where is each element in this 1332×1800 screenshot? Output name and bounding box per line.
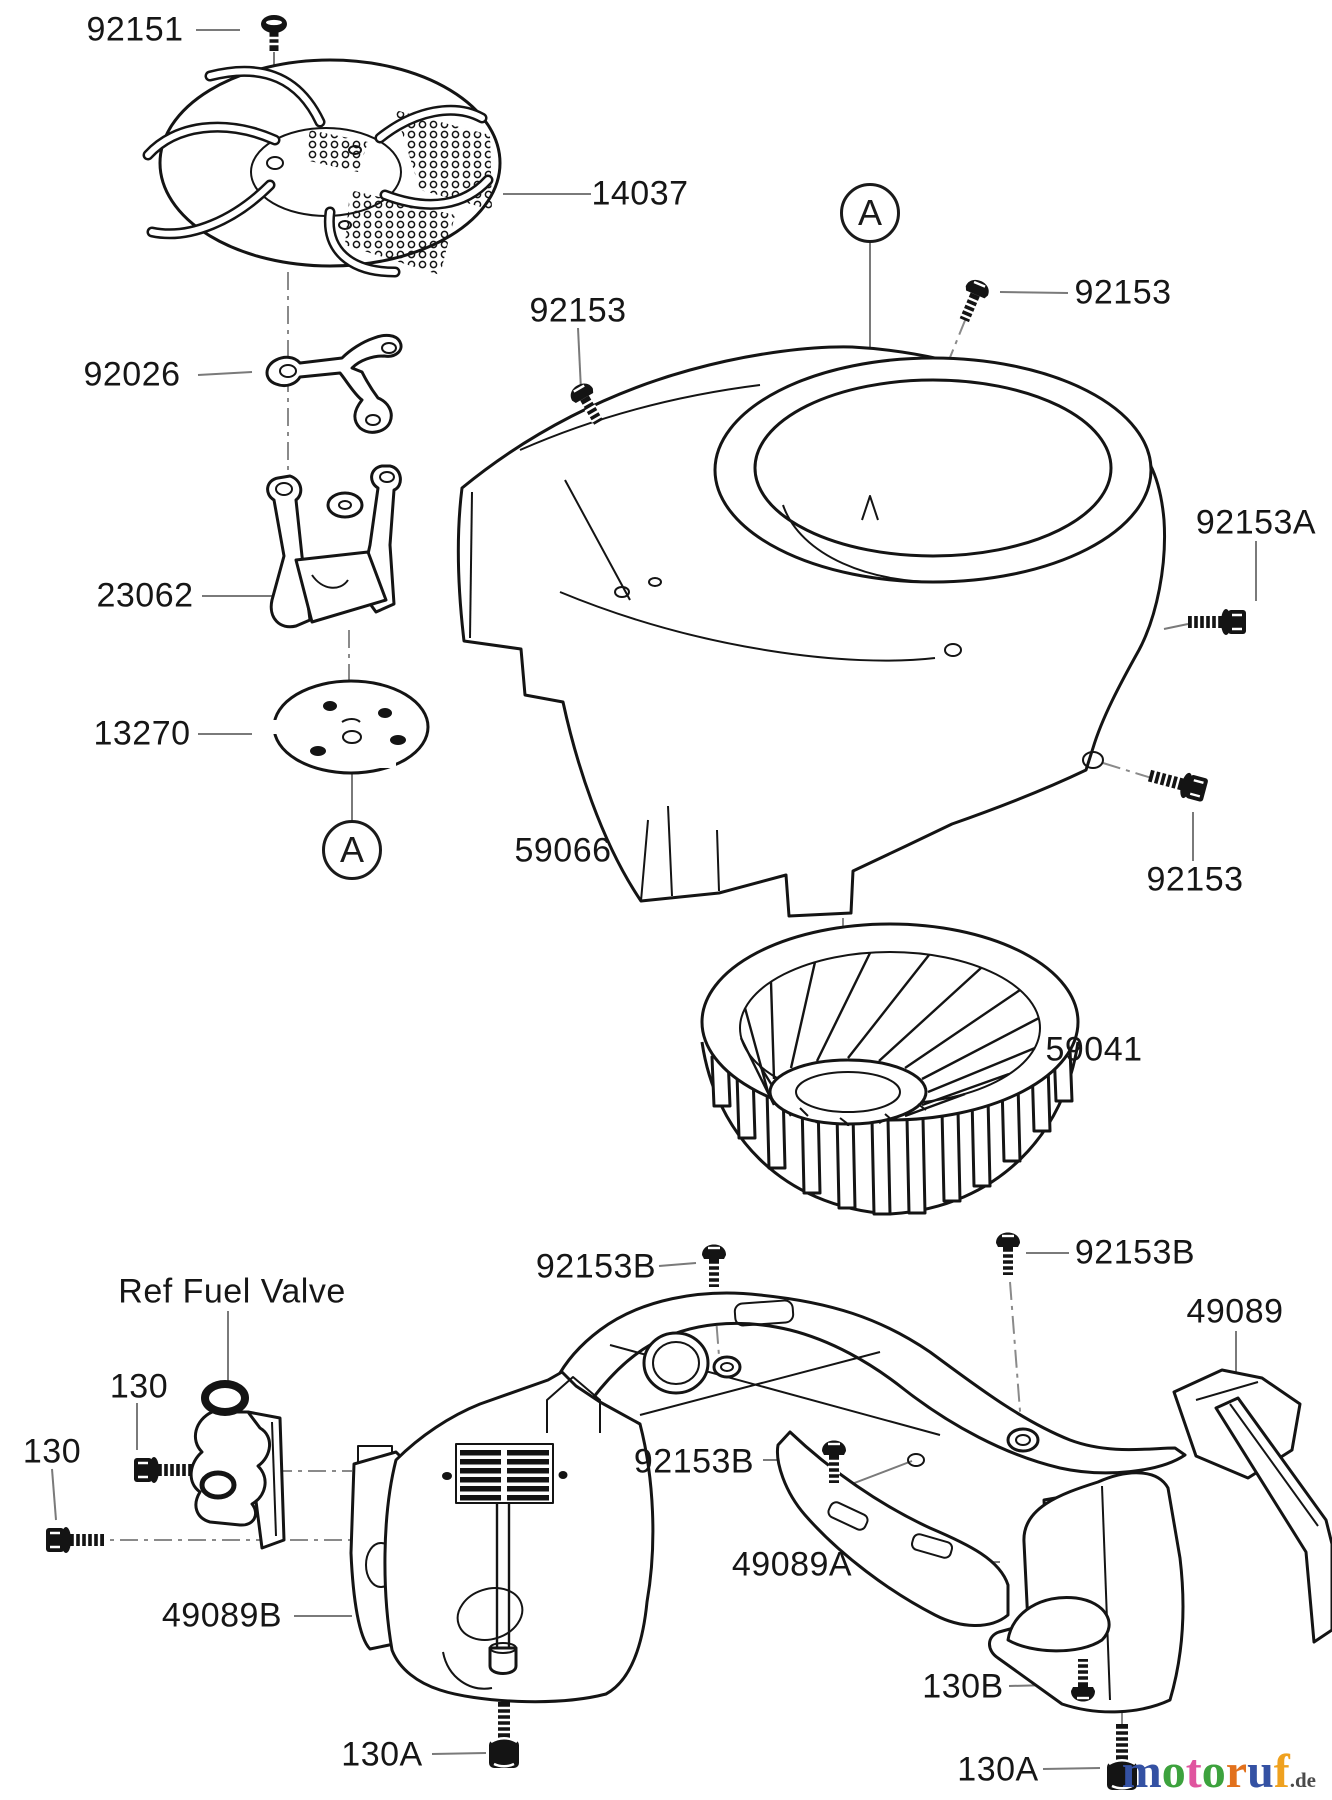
plate-13270 (271, 679, 430, 775)
blower-housing-59066 (456, 345, 1166, 918)
motoruf-logo-letter: t (1185, 1745, 1202, 1798)
part-label-14037: 14037 (591, 174, 689, 213)
motoruf-logo-letter: r (1225, 1745, 1248, 1798)
part-label-130-lower: 130 (22, 1432, 82, 1471)
part-label-49089: 49089 (1186, 1292, 1284, 1331)
shroud-49089b (349, 1370, 655, 1704)
bracket-23062 (266, 464, 402, 629)
screw-92153b-right (994, 1231, 1022, 1277)
motoruf-logo-letter: f (1273, 1745, 1290, 1798)
part-label-23062: 23062 (96, 576, 194, 615)
part-label-130a-right: 130A (957, 1750, 1039, 1789)
part-label-92153b-left: 92153B (535, 1247, 657, 1286)
part-label-92153-top-right: 92153 (1074, 273, 1172, 312)
louver-grille (460, 1450, 549, 1501)
shroud-49089 (1172, 1368, 1332, 1644)
part-label-92153a: 92153A (1195, 503, 1317, 542)
part-label-130-upper: 130 (109, 1367, 169, 1406)
bolt-92153a (1186, 607, 1248, 637)
motoruf-logo-letter: u (1247, 1745, 1274, 1798)
screw-92153b-left (700, 1243, 728, 1289)
bolt-130-lower (44, 1525, 106, 1555)
part-label-92153b-right: 92153B (1074, 1233, 1196, 1272)
plate-92026 (265, 333, 403, 434)
motoruf-logo-letter: o (1161, 1745, 1186, 1798)
motoruf-logo[interactable]: motoruf.de (1122, 1748, 1316, 1796)
motoruf-logo-word: motoruf (1122, 1745, 1290, 1798)
stud-bolt (488, 1504, 518, 1675)
part-label-92026: 92026 (83, 355, 181, 394)
bolt-92153-bottom-right (1144, 761, 1211, 805)
side-cover-right (988, 1471, 1185, 1714)
part-label-130a-center: 130A (341, 1735, 423, 1774)
bolt-130a-center (487, 1700, 521, 1770)
part-label-130b: 130B (922, 1667, 1004, 1706)
part-label-59066: 59066 (514, 831, 612, 870)
part-label-92151: 92151 (86, 10, 184, 49)
fuel-valve-bracket (189, 1380, 286, 1550)
motoruf-logo-letter: o (1201, 1745, 1226, 1798)
part-label-13270: 13270 (93, 714, 191, 753)
part-label-49089a: 49089A (731, 1545, 853, 1584)
bolt-130-upper (132, 1455, 194, 1485)
ref-fuel-valve-note: Ref Fuel Valve (118, 1272, 346, 1311)
motoruf-logo-suffix: .de (1289, 1768, 1316, 1792)
part-label-49089b: 49089B (161, 1596, 283, 1635)
bolt-92153-top-right (952, 275, 994, 327)
part-label-92153b-bottom: 92153B (633, 1442, 755, 1481)
motoruf-logo-letter: m (1121, 1745, 1162, 1798)
screw-92151 (259, 13, 289, 53)
part-label-92153-bottom-right: 92153 (1146, 860, 1244, 899)
part-label-59041: 59041 (1045, 1030, 1143, 1069)
flywheel-fan-59041 (700, 922, 1080, 1216)
detail-marker-a-bottom: A (322, 820, 382, 880)
part-label-92153-left: 92153 (529, 291, 627, 330)
detail-marker-a-top: A (840, 183, 900, 243)
grass-screen-14037 (142, 58, 502, 278)
